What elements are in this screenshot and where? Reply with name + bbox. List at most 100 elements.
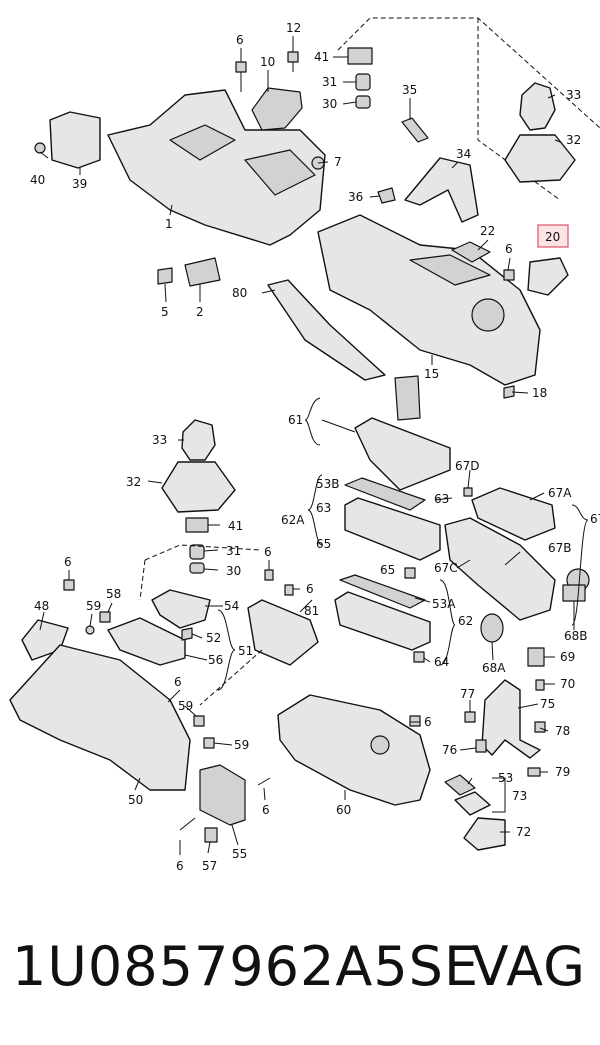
console-60-hole [370,735,390,755]
part-68A [480,613,504,643]
callout-7: 7 [334,155,342,169]
callout-1: 1 [165,217,173,231]
bracket-61 [394,375,421,421]
washer-59 [85,625,95,635]
callout-35: 35 [402,83,417,97]
leader-lines [39,36,589,855]
callout-50: 50 [128,793,143,807]
callout-36: 36 [348,190,363,204]
callout-6-a: 6 [236,33,244,47]
callout-77: 77 [460,687,475,701]
screw-6-left [63,579,75,591]
callout-64: 64 [434,655,449,669]
part-30-top [355,95,371,109]
callout-34: 34 [456,147,471,161]
callout-labels: 6 12 10 41 31 30 35 33 32 34 7 36 40 39 … [30,21,600,873]
screw-77 [464,711,476,723]
tray-62A [344,497,441,561]
callout-22: 22 [480,224,495,238]
callout-62: 62 [458,614,473,628]
callout-53: 53 [498,771,513,785]
callout-65-b: 65 [380,563,395,577]
clip-59-upper [193,715,205,727]
clip-18 [503,385,515,399]
callout-6-h: 6 [262,803,270,817]
callout-15: 15 [424,367,439,381]
callout-67A: 67A [548,486,572,500]
callout-12: 12 [286,21,301,35]
callout-6-b: 6 [505,242,513,256]
clip-52 [181,627,193,641]
cover-20 [527,257,569,296]
callout-72: 72 [516,825,531,839]
gear-knob-33-top [519,82,556,131]
cap-72 [463,817,506,851]
callout-32-top: 32 [566,133,581,147]
callout-32: 32 [126,475,141,489]
callout-53B: 53B [316,477,340,491]
clip-40 [34,142,46,154]
callout-2: 2 [196,305,204,319]
part-number: 1U0857962A5SE [12,935,480,998]
screw-64 [413,651,425,663]
callout-53A: 53A [432,597,456,611]
gear-knob-33 [181,419,216,461]
callout-40: 40 [30,173,45,187]
mat-53 [444,774,476,796]
gear-boot-32 [161,461,236,513]
clip-65 [404,567,416,579]
callout-48: 48 [34,599,49,613]
callout-61: 61 [288,413,303,427]
clip-78 [534,721,546,733]
callout-6-c: 6 [64,555,72,569]
part-31-top [355,73,371,91]
mat-53B [344,477,426,511]
screw-6-60 [409,715,421,727]
callout-6-f: 6 [174,675,182,689]
mat-53A [339,574,426,609]
gear-boot-32-top [504,134,576,183]
callout-39: 39 [72,177,87,191]
console-60 [277,694,431,806]
shift-frame-34 [404,157,479,223]
clip-36 [377,187,396,204]
cover-81 [247,599,319,666]
assembly-outline-gear [477,18,561,201]
armrest-lid-67A [471,487,556,541]
callout-59-c: 59 [234,738,249,752]
callout-55: 55 [232,847,247,861]
tray-part-10 [251,87,303,131]
callout-70: 70 [560,677,575,691]
part-31 [189,544,205,560]
console-cupholder-recess [244,149,316,196]
armrest-base-67 [444,517,556,621]
callout-67C: 67C [434,561,458,575]
callout-41: 41 [228,519,243,533]
bolt-76 [475,739,487,753]
callout-76: 76 [442,743,457,757]
callout-63-b: 63 [316,501,331,515]
callout-6-d: 6 [264,545,272,559]
callout-65-a: 65 [316,537,331,551]
callout-60: 60 [336,803,351,817]
callout-20: 20 [545,230,560,244]
parts-exploded-diagram: 6 12 10 41 31 30 35 33 32 34 7 36 40 39 … [9,17,600,873]
callout-31: 31 [226,544,241,558]
callout-6-i: 6 [176,859,184,873]
callout-58: 58 [106,587,121,601]
clip-57 [204,827,218,843]
clip-69 [527,647,545,667]
callout-79: 79 [555,765,570,779]
callout-5: 5 [161,305,169,319]
callout-52: 52 [206,631,221,645]
console-opening [409,254,491,286]
trim-54 [151,589,211,629]
screw-6-bottom [179,817,196,831]
brand-label: VAG [471,935,586,998]
console-frame-50 [9,644,191,791]
callout-67B: 67B [548,541,572,555]
callout-68B: 68B [564,629,588,643]
screw-12 [287,51,299,72]
callout-81: 81 [304,604,319,618]
callout-18: 18 [532,386,547,400]
